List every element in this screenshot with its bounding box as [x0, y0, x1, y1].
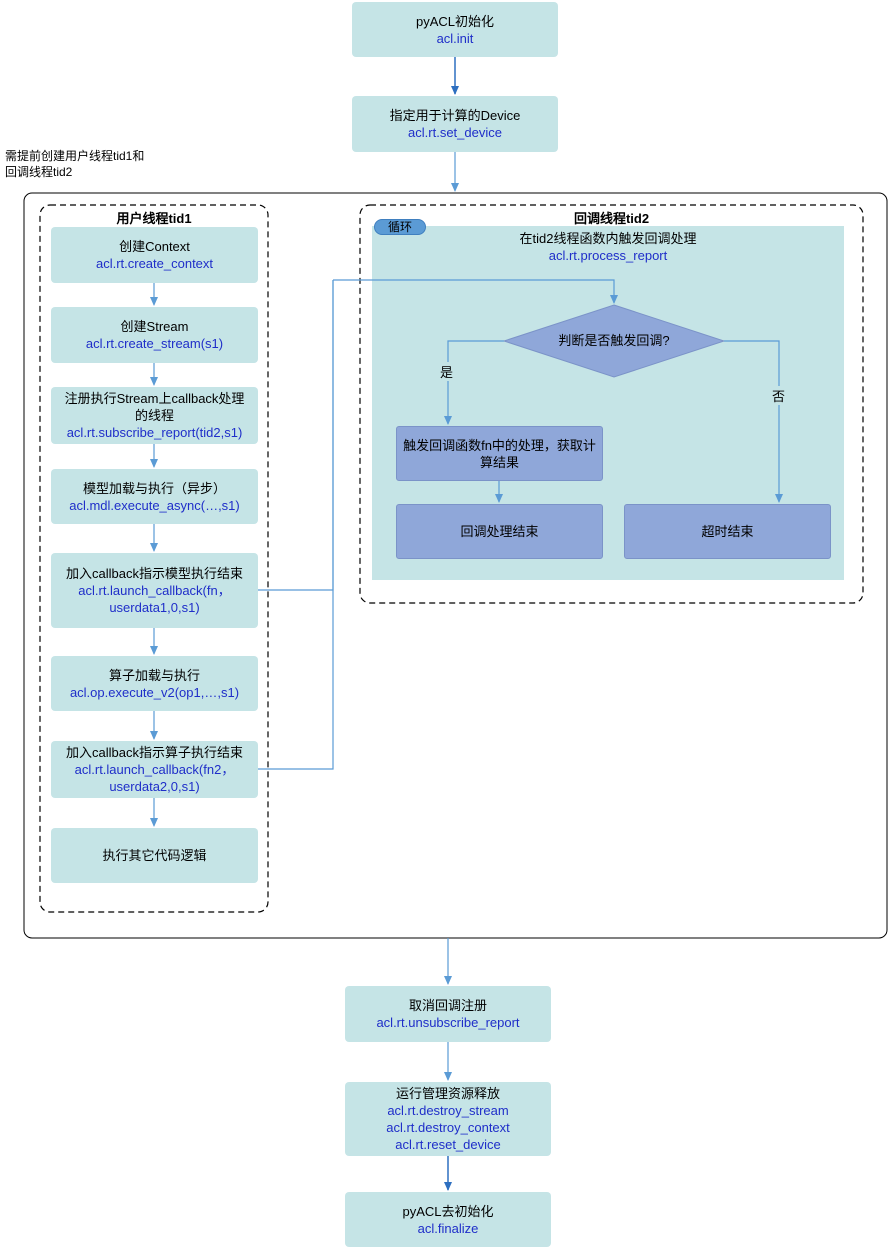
step-api: acl.rt.reset_device [395, 1137, 501, 1152]
step-label: 加入callback指示模型执行结束 [66, 566, 243, 581]
pre-note-line: 需提前创建用户线程tid1和 [5, 149, 145, 163]
no-label: 否 [772, 386, 786, 405]
step-api: acl.rt.launch_callback(fn2， [74, 762, 235, 777]
step-launch-callback-op: 加入callback指示算子执行结束 acl.rt.launch_callbac… [51, 741, 258, 798]
yes-label: 是 [440, 362, 454, 381]
step-api: acl.mdl.execute_async(…,s1) [69, 497, 240, 513]
step-api: acl.rt.destroy_stream [387, 1103, 509, 1118]
step-label: 执行其它代码逻辑 [102, 848, 207, 863]
step-api: userdata1,0,s1) [109, 600, 200, 615]
step-release-resources: 运行管理资源释放 acl.rt.destroy_stream acl.rt.de… [345, 1082, 551, 1156]
step-api: acl.op.execute_v2(op1,…,s1) [69, 684, 240, 700]
step-label: 的线程 [134, 408, 174, 423]
process-report-label: 在tid2线程函数内触发回调处理 acl.rt.process_report [372, 230, 844, 264]
step-label: 算子加载与执行 [108, 667, 200, 683]
step-api: acl.rt.destroy_context [386, 1120, 510, 1135]
pre-note-line: 回调线程tid2 [5, 165, 73, 179]
decision-label: 判断是否触发回调? [558, 333, 670, 348]
step-create-stream: 创建Stream acl.rt.create_stream(s1) [51, 307, 258, 363]
callback-end-box: 回调处理结束 [396, 504, 603, 559]
step-label: 创建Stream [120, 319, 189, 334]
timeout-end-box: 超时结束 [624, 504, 831, 559]
process-api: acl.rt.process_report [548, 248, 668, 263]
step-api: acl.rt.unsubscribe_report [376, 1015, 520, 1030]
step-api: acl.rt.set_device [408, 125, 502, 140]
user-thread-title: 用户线程tid1 [116, 211, 192, 226]
step-execute-async: 模型加载与执行（异步） acl.mdl.execute_async(…,s1) [51, 469, 258, 524]
step-label: 运行管理资源释放 [395, 1086, 500, 1101]
step-label: pyACL初始化 [415, 13, 495, 29]
step-set-device: 指定用于计算的Device acl.rt.set_device [352, 96, 558, 152]
callback-thread-title: 回调线程tid2 [573, 211, 650, 226]
step-api: acl.rt.subscribe_report(tid2,s1) [66, 425, 243, 440]
step-label: 指定用于计算的Device [389, 108, 521, 123]
process-label: 在tid2线程函数内触发回调处理 [519, 231, 697, 246]
step-api: acl.init [436, 30, 474, 46]
step-label: 注册执行Stream上callback处理 [64, 391, 245, 406]
step-create-context: 创建Context acl.rt.create_context [51, 227, 258, 283]
step-label: pyACL去初始化 [402, 1203, 494, 1219]
step-api: userdata2,0,s1) [109, 779, 200, 794]
step-api: acl.rt.create_stream(s1) [85, 336, 224, 351]
trigger-label: 算结果 [479, 454, 519, 470]
step-api: acl.finalize [417, 1220, 479, 1236]
step-subscribe-report: 注册执行Stream上callback处理 的线程 acl.rt.subscri… [51, 387, 258, 444]
callback-thread-frame [359, 204, 864, 604]
pre-note: 需提前创建用户线程tid1和 回调线程tid2 [5, 148, 205, 180]
outer-frame [23, 192, 888, 939]
step-launch-callback-model: 加入callback指示模型执行结束 acl.rt.launch_callbac… [51, 553, 258, 628]
step-label: 取消回调注册 [408, 998, 487, 1013]
step-acl-finalize: pyACL去初始化 acl.finalize [345, 1192, 551, 1247]
step-api: acl.rt.launch_callback(fn， [78, 583, 231, 598]
step-label: 模型加载与执行（异步） [82, 480, 226, 496]
trigger-label: 触发回调函数fn中的处理，获取计 [403, 437, 596, 453]
callback-end-label: 回调处理结束 [460, 524, 539, 539]
timeout-end-label: 超时结束 [701, 524, 754, 539]
step-other-logic: 执行其它代码逻辑 [51, 828, 258, 883]
step-unsubscribe-report: 取消回调注册 acl.rt.unsubscribe_report [345, 986, 551, 1042]
decision-diamond [502, 304, 726, 378]
trigger-callback-box: 触发回调函数fn中的处理，获取计 算结果 [396, 426, 603, 481]
step-op-execute: 算子加载与执行 acl.op.execute_v2(op1,…,s1) [51, 656, 258, 711]
step-acl-init: pyACL初始化 acl.init [352, 2, 558, 57]
loop-tag: 循环 [374, 219, 426, 235]
step-api: acl.rt.create_context [95, 256, 214, 271]
user-thread-frame [39, 204, 269, 913]
step-label: 创建Context [119, 239, 190, 254]
step-label: 加入callback指示算子执行结束 [66, 745, 243, 760]
